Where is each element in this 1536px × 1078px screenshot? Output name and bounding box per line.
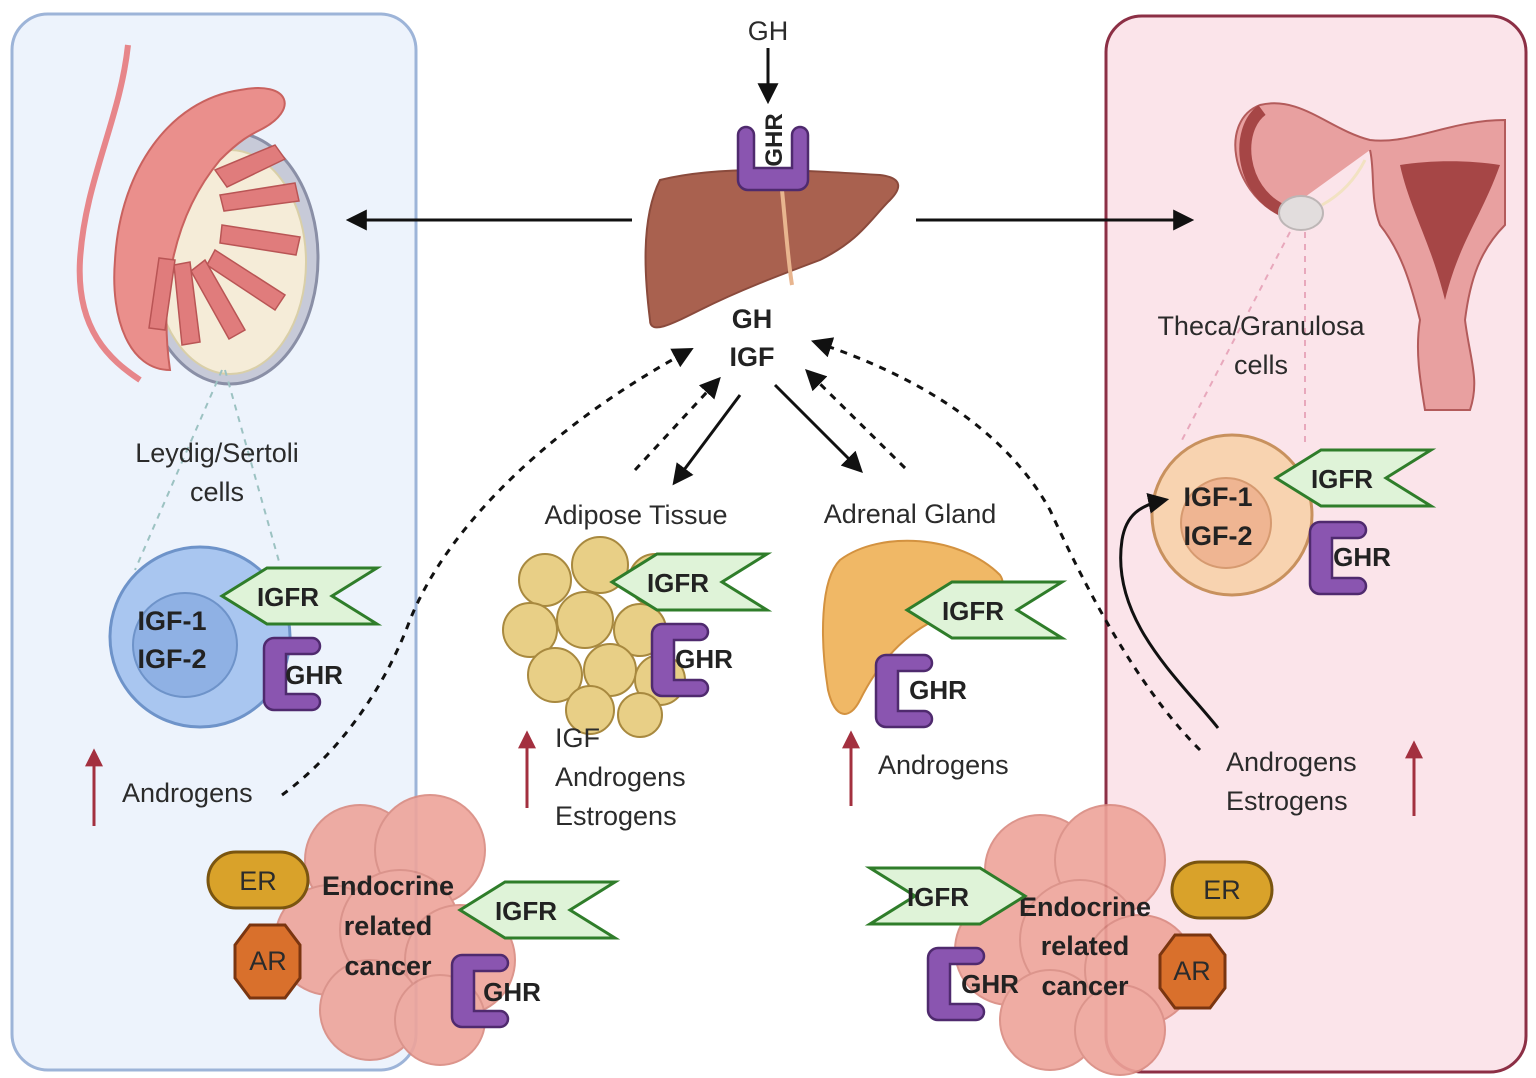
svg-text:IGFR: IGFR: [1311, 464, 1373, 494]
svg-text:ER: ER: [1203, 875, 1241, 905]
adipose-illustration: [502, 536, 686, 738]
leydig-label: Leydig/Sertoli: [135, 438, 299, 468]
theca-cell: IGF-1 IGF-2: [1150, 433, 1314, 597]
adrenal-androgens-label: Androgens: [878, 750, 1009, 780]
cancer-left-ghr-receptor: GHR: [450, 953, 541, 1029]
liver-igf-output: IGF: [730, 342, 775, 372]
ghr-receptor: GHR: [262, 636, 343, 712]
theca-label-cells: cells: [1234, 350, 1288, 380]
ar-receptor: [233, 923, 302, 1000]
adipose-igf-label: IGF: [555, 723, 600, 753]
igfr-receptor: IGFR: [220, 566, 379, 626]
adrenal-igfr-receptor: IGFR: [905, 580, 1064, 640]
theca-igfr-receptor: IGFR: [1274, 448, 1433, 508]
svg-text:AR: AR: [249, 946, 287, 976]
cancer-left-igfr-receptor: IGFR: [458, 880, 617, 940]
feedback-ovary: [811, 337, 1202, 752]
feedback-adipose: [633, 376, 721, 472]
igf2-label: IGF-2: [137, 644, 206, 674]
female-androgens-label: Androgens: [1226, 747, 1357, 777]
svg-text:GHR: GHR: [761, 113, 788, 166]
igf1-label: IGF-1: [137, 606, 206, 636]
uterus-illustration: [1234, 102, 1506, 411]
ar-receptor: [1158, 933, 1227, 1010]
leydig-label-cells: cells: [190, 477, 244, 507]
theca-label: Theca/Granulosa: [1157, 311, 1365, 341]
male-androgens-label: Androgens: [122, 778, 253, 808]
zoom-line: [134, 369, 223, 571]
adipose-androgens-label: Androgens: [555, 762, 686, 792]
svg-text:GHR: GHR: [961, 969, 1019, 999]
adrenal-ghr-receptor: GHR: [874, 653, 967, 729]
tumor-left-illustration: [274, 794, 516, 1066]
testis-illustration: [76, 44, 320, 386]
svg-text:cancer: cancer: [1041, 971, 1129, 1001]
svg-text:AR: AR: [1173, 956, 1211, 986]
svg-text:IGFR: IGFR: [942, 596, 1004, 626]
feedback-testis: [281, 348, 694, 797]
svg-text:cancer: cancer: [344, 951, 432, 981]
adrenal-title: Adrenal Gland: [824, 499, 997, 529]
svg-text:GHR: GHR: [675, 644, 733, 674]
svg-text:GHR: GHR: [1333, 542, 1391, 572]
liver-gh-output: GH: [732, 304, 773, 334]
liver-ghr-receptor: GHR: [736, 113, 810, 192]
svg-text:related: related: [344, 911, 433, 941]
arrow-to-theca-cell: [1119, 493, 1220, 729]
adipose-ghr-receptor: GHR: [650, 622, 733, 698]
svg-text:GHR: GHR: [483, 977, 541, 1007]
igf1-label: IGF-1: [1183, 482, 1252, 512]
igf2-label: IGF-2: [1183, 521, 1252, 551]
er-receptor: [1170, 860, 1274, 920]
svg-text:ER: ER: [239, 866, 277, 896]
svg-text:IGFR: IGFR: [647, 568, 709, 598]
svg-text:IGFR: IGFR: [495, 896, 557, 926]
theca-ghr-receptor: GHR: [1308, 520, 1391, 596]
zoom-line: [224, 369, 281, 566]
adipose-igfr-receptor: IGFR: [610, 552, 769, 612]
adipose-estrogens-label: Estrogens: [555, 801, 677, 831]
female-estrogens-label: Estrogens: [1226, 786, 1348, 816]
svg-text:GHR: GHR: [285, 660, 343, 690]
cancer-right-label: Endocrine: [1019, 892, 1151, 922]
arrow-to-adipose: [672, 394, 742, 486]
cancer-left-label: Endocrine: [322, 871, 454, 901]
liver-illustration: [644, 169, 900, 329]
adipose-title: Adipose Tissue: [544, 500, 727, 530]
svg-text:GHR: GHR: [909, 675, 967, 705]
feedback-adrenal: [805, 369, 907, 470]
svg-text:IGFR: IGFR: [907, 882, 969, 912]
svg-text:related: related: [1041, 931, 1130, 961]
zoom-line: [1181, 231, 1291, 441]
svg-text:IGFR: IGFR: [257, 582, 319, 612]
arrow-to-adrenal: [773, 383, 863, 473]
er-receptor: [206, 850, 310, 910]
gh-input-label: GH: [748, 16, 789, 46]
